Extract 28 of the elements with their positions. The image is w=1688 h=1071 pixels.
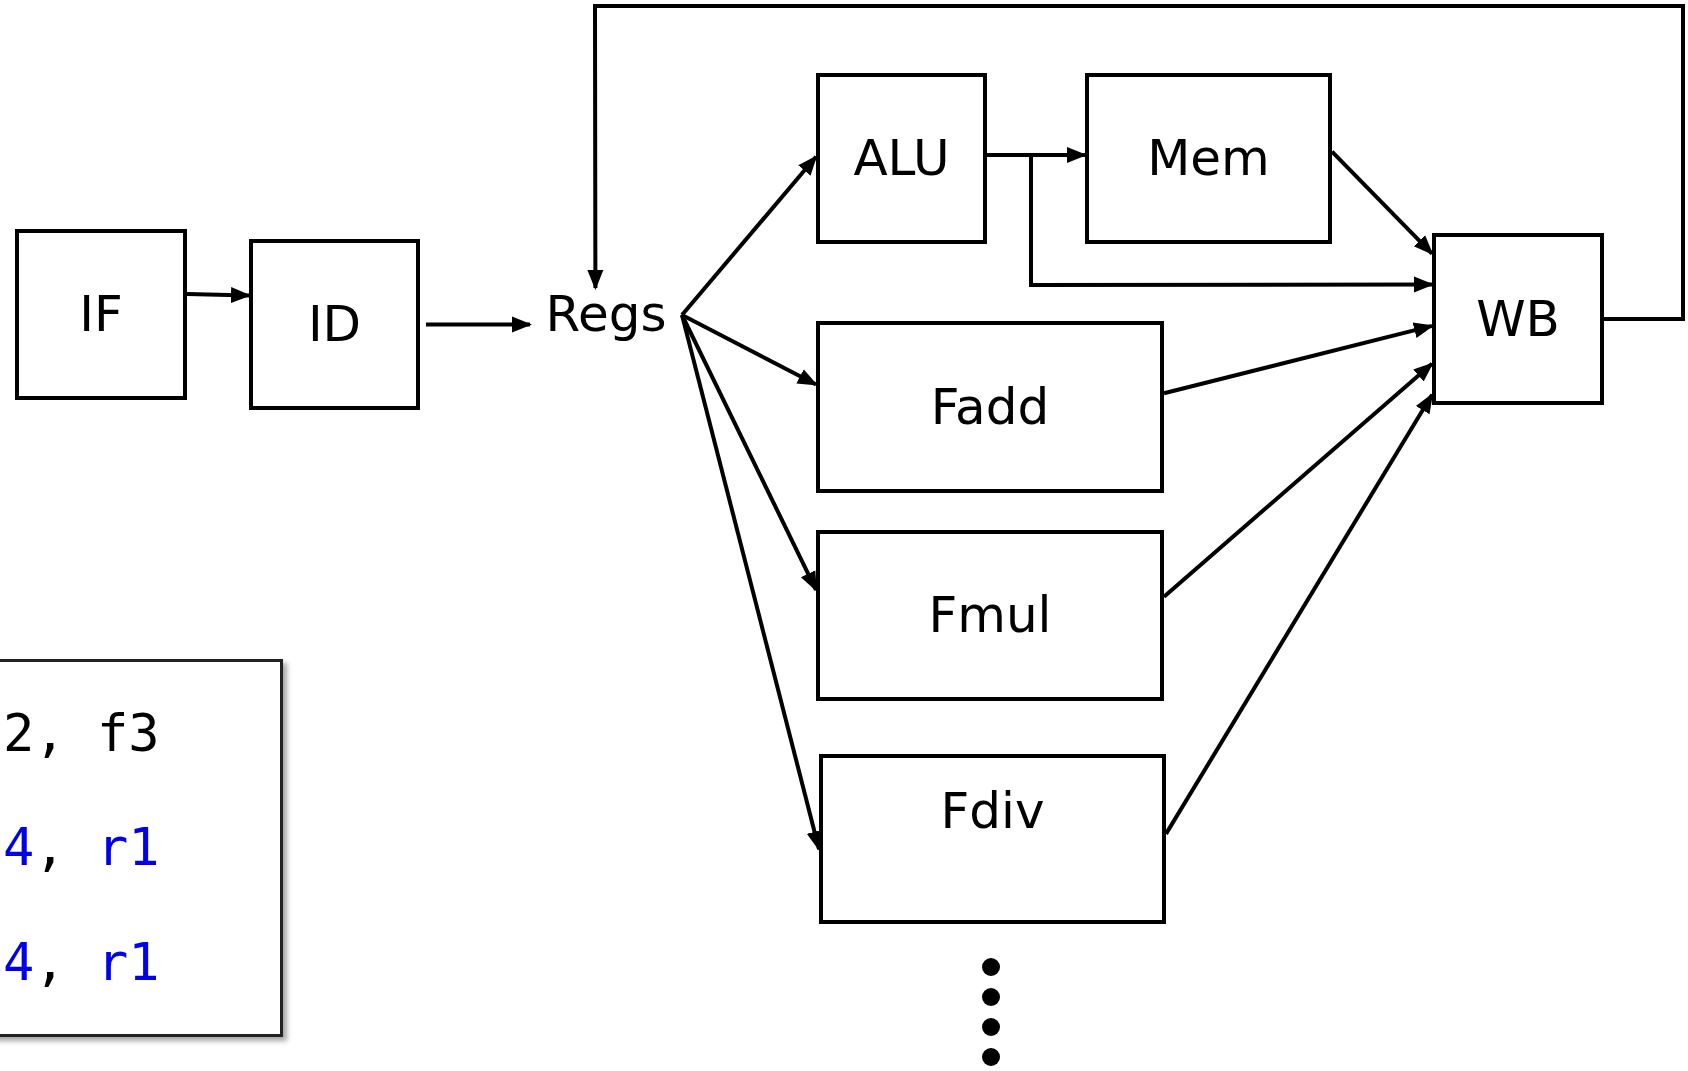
- stage-label: Regs: [545, 286, 667, 342]
- stage-label: Fmul: [928, 588, 1052, 643]
- code-line: 2, f3: [3, 704, 161, 762]
- stage-label: ALU: [853, 131, 950, 186]
- stage-label: Fdiv: [940, 784, 1045, 839]
- stage-label: Fadd: [930, 379, 1050, 435]
- stage-box: [816, 530, 1164, 701]
- stage-box: [819, 754, 1166, 924]
- code-line: 4, r1: [3, 819, 161, 877]
- stage-box: [816, 321, 1164, 493]
- arrow: [587, 4, 1685, 321]
- code-line: 4, r1: [3, 934, 161, 992]
- stage-box: [1432, 233, 1604, 405]
- stage-label: Mem: [1147, 131, 1270, 186]
- arrow: [680, 314, 818, 592]
- stage-label: WB: [1476, 291, 1560, 347]
- arrow: [680, 155, 818, 317]
- stage-box: [816, 73, 987, 244]
- arrow: [1163, 322, 1434, 396]
- arrow: [186, 287, 251, 303]
- arrow: [681, 313, 818, 387]
- stage-box: [1085, 73, 1332, 244]
- stage-label: ID: [307, 297, 362, 352]
- arrow: [426, 316, 532, 333]
- stage-label: IF: [79, 287, 123, 342]
- code-box: [0, 659, 283, 1037]
- stage-box: [249, 239, 420, 410]
- stage-box: [15, 229, 187, 400]
